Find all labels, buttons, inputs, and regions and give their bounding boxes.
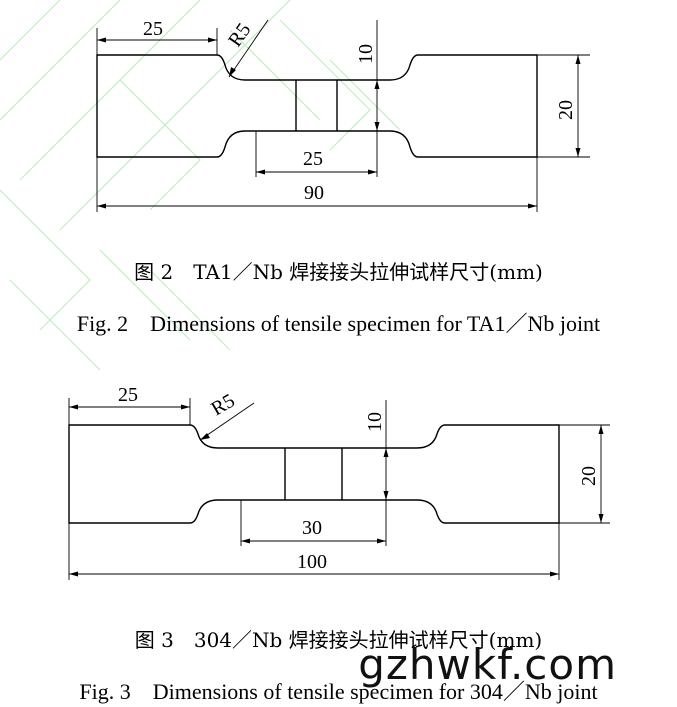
dim-total-length: 90: [304, 182, 324, 204]
dim-fillet-radius: R5: [208, 390, 239, 421]
dim-grip-length: 25: [143, 18, 163, 40]
figure-3-drawing: 25 R5 10 20 30 100: [68, 384, 610, 580]
figure-2-caption-zh: 图 2 TA1／Nb 焊接接头拉伸试样尺寸(mm): [134, 260, 543, 284]
specimen-outline: [96, 54, 538, 158]
figure-3-caption-en: Fig. 3 Dimensions of tensile specimen fo…: [79, 679, 598, 704]
figure-2-drawing: 25 R5 10 20 25 90: [96, 18, 590, 212]
dim-grip-width: 20: [578, 466, 600, 486]
site-watermark: gzhwkf.com: [358, 640, 617, 689]
dim-gauge-width: 10: [355, 44, 377, 64]
specimen-outline: [68, 424, 560, 524]
dim-total-length: 100: [297, 551, 327, 573]
figure-2-caption-en: Fig. 2 Dimensions of tensile specimen fo…: [76, 311, 601, 336]
dim-grip-width: 20: [555, 100, 577, 120]
dim-gauge-length: 30: [302, 517, 322, 539]
dim-gauge-length: 25: [303, 148, 323, 170]
dim-fillet-radius: R5: [224, 19, 255, 51]
dim-grip-length: 25: [118, 384, 138, 406]
dim-gauge-width: 10: [364, 412, 386, 432]
figure-3-caption-zh: 图 3 304／Nb 焊接接头拉伸试样尺寸(mm): [134, 628, 543, 652]
